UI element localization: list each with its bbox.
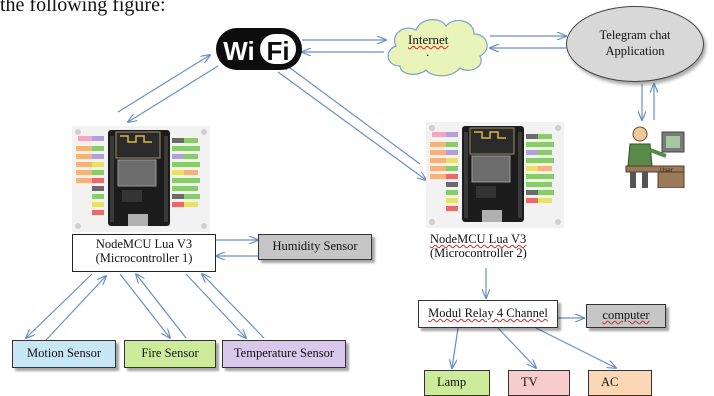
internet-label: Internet — [408, 32, 449, 47]
nodemcu-board-2-image — [426, 122, 564, 228]
nodemcu-board-1-image — [72, 126, 210, 232]
motion-sensor-box: Motion Sensor — [12, 340, 116, 368]
tv-label: TV — [521, 375, 538, 390]
humidity-sensor-label: Humidity Sensor — [272, 239, 358, 254]
humidity-sensor-box: Humidity Sensor — [258, 234, 372, 260]
computer-label: computer — [602, 308, 650, 323]
pin-labels-left — [76, 136, 104, 215]
fire-sensor-box: Fire Sensor — [124, 340, 216, 368]
arrow-relay-to-tv — [497, 327, 536, 368]
microcontroller-2-line1: NodeMCU Lua V3 — [430, 232, 527, 246]
microcontroller-1-line2: (Microcontroller 1) — [95, 251, 193, 266]
temperature-sensor-box: Temperature Sensor — [222, 340, 346, 368]
arrow-relay-to-lamp — [452, 327, 459, 368]
ac-box: AC — [588, 370, 652, 396]
arrow-relay-to-ac — [535, 327, 616, 368]
microcontroller-1-line1: NodeMCU Lua V3 — [95, 237, 193, 251]
wifi-logo: Wi Fi — [216, 28, 302, 70]
internet-cloud — [387, 19, 488, 77]
arrow-fire-to-mcu1 — [136, 274, 187, 339]
lamp-box: Lamp — [424, 370, 490, 396]
arrow-wifi-to-mcu2 — [277, 71, 426, 180]
arrow-mcu1-to-wifi — [117, 55, 210, 113]
wifi-label-left: Wi — [223, 36, 255, 66]
pin-labels-right — [172, 138, 200, 207]
computer-box: computer — [586, 304, 666, 328]
microcontroller-1-box: NodeMCU Lua V3 (Microcontroller 1) — [72, 234, 216, 272]
arrow-temperature-to-mcu1 — [202, 274, 265, 339]
arrow-motion-to-mcu1 — [45, 276, 106, 341]
temperature-sensor-label: Temperature Sensor — [233, 346, 335, 361]
arrow-wifi-to-mcu1 — [128, 65, 219, 122]
telegram-app: Telegram chat Application — [566, 6, 704, 82]
internet-sublabel: . — [426, 44, 430, 59]
telegram-label-line1: Telegram chat — [599, 28, 671, 43]
pin-labels-left — [430, 132, 458, 211]
relay-module-box: Modul Relay 4 Channel — [418, 300, 558, 328]
wifi-label-right: Fi — [266, 36, 289, 66]
microcontroller-2-line2: (Microcontroller 2) — [430, 246, 527, 261]
arrow-mcu1-to-motion — [26, 273, 93, 338]
ac-label: AC — [601, 375, 619, 390]
arrow-mcu2-to-wifi — [282, 62, 421, 165]
arrow-mcu1-to-temperature — [185, 273, 246, 338]
relay-module-label: Modul Relay 4 Channel — [428, 306, 548, 321]
pin-labels-right — [526, 134, 554, 203]
microcontroller-2-label: NodeMCU Lua V3 (Microcontroller 2) — [430, 232, 570, 261]
tv-box: TV — [508, 370, 570, 396]
fire-sensor-label: Fire Sensor — [141, 346, 199, 361]
motion-sensor-label: Motion Sensor — [27, 346, 101, 361]
telegram-label-line2: Application — [605, 44, 665, 58]
figure-caption: the following figure: — [0, 0, 166, 16]
user-at-desk-icon — [622, 122, 688, 188]
arrow-mcu1-to-fire — [119, 273, 170, 338]
user-label: User — [660, 168, 673, 174]
lamp-label: Lamp — [437, 375, 467, 390]
